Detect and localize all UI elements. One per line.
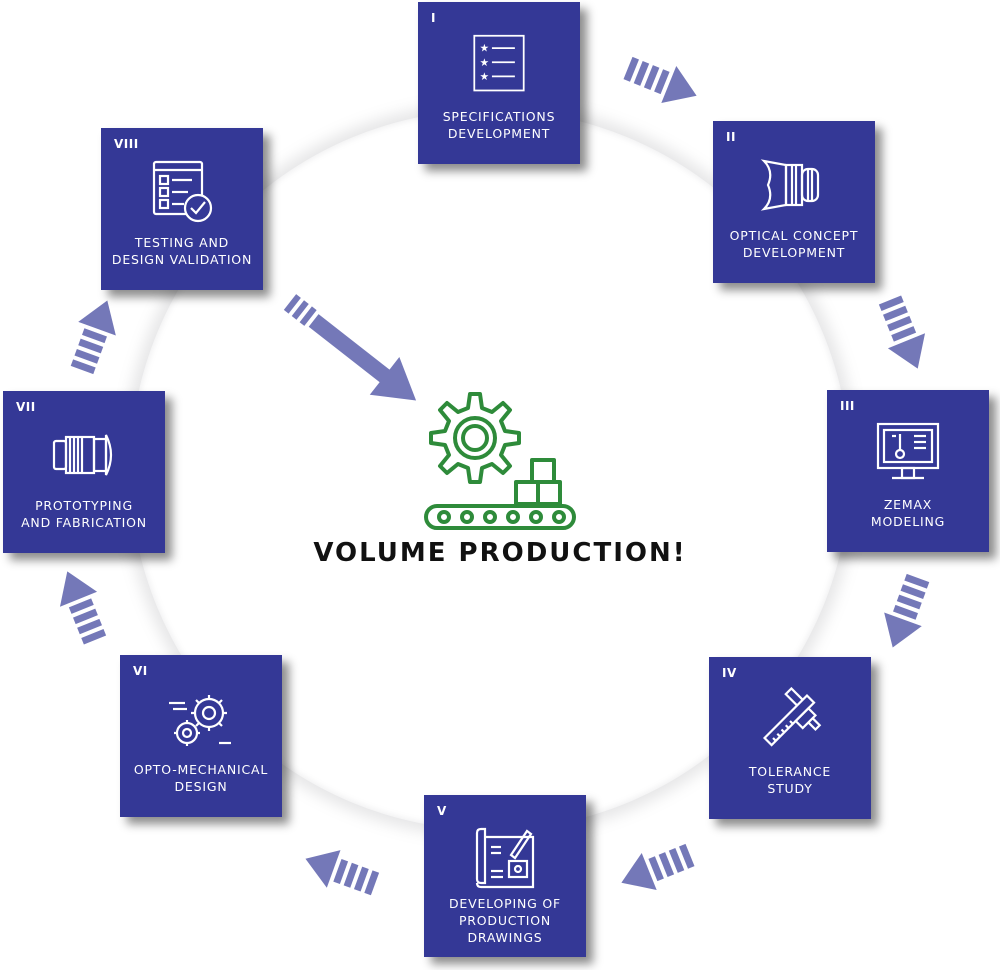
factory-conveyor-icon [424,392,576,530]
arrow-5-to-6 [298,839,382,903]
blueprint-icon [475,827,535,889]
step-number: VIII [114,137,139,151]
checklist-icon: ★ ★ ★ [473,34,525,92]
arrow-6-to-7 [48,563,114,648]
step-number: II [726,130,736,144]
arrow-3-to-4 [873,571,937,655]
monitor-icon [876,422,940,480]
gears-icon [169,695,231,746]
step-number: III [840,399,855,413]
arrow-2-to-3 [871,292,937,377]
svg-text:★: ★ [480,71,489,83]
caliper-icon [762,687,822,747]
step-number: IV [722,666,737,680]
arrow-1-to-2 [620,49,705,115]
arrow-7-to-8 [63,293,127,377]
lens-icon [760,159,820,211]
svg-text:★: ★ [480,57,489,69]
step-number: V [437,804,447,818]
step-number: VI [133,664,148,678]
step-number: I [431,11,436,25]
center-title: VOLUME PRODUCTION! [313,538,687,568]
checklist-validation-icon [152,160,213,223]
svg-text:★: ★ [480,43,489,55]
step-number: VII [16,400,36,414]
camera-lens-icon [52,434,113,476]
arrow-4-to-5 [613,836,698,902]
